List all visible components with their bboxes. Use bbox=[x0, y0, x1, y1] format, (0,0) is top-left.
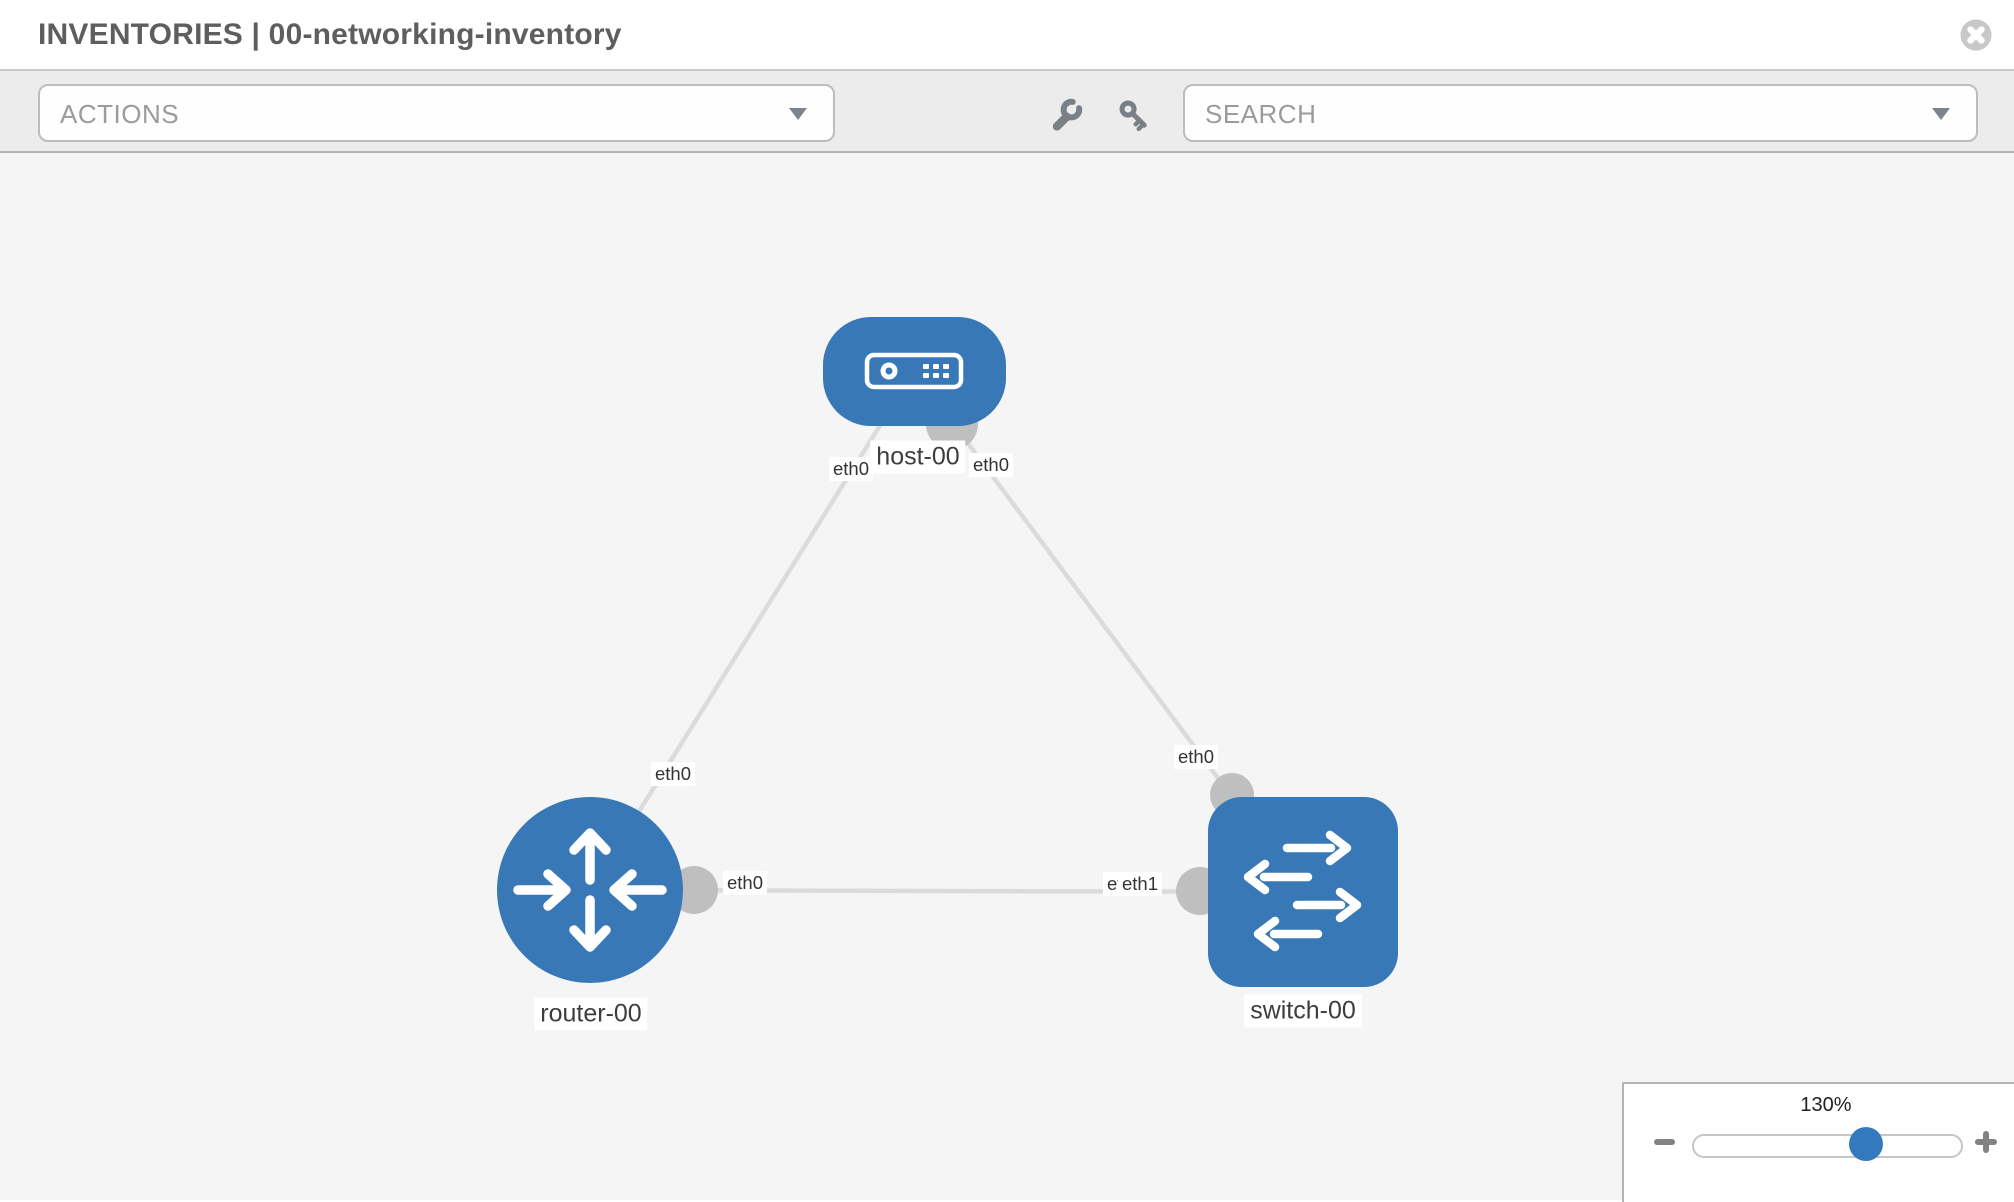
interface-label: eth1 bbox=[1118, 872, 1163, 896]
zoom-percent-value: 130% bbox=[1800, 1094, 1852, 1116]
zoom-slider[interactable] bbox=[1692, 1127, 1963, 1161]
close-icon bbox=[1960, 19, 1992, 51]
node-host-00[interactable] bbox=[823, 317, 1006, 426]
chevron-down-icon bbox=[1932, 108, 1950, 121]
node-switch-00[interactable] bbox=[1208, 797, 1398, 987]
interface-label: eth0 bbox=[1173, 745, 1219, 769]
wrench-icon bbox=[1052, 98, 1083, 131]
page-title: INVENTORIES | 00-networking-inventory bbox=[38, 18, 622, 51]
zoom-in-icon[interactable] bbox=[1975, 1131, 1997, 1153]
router-icon bbox=[513, 828, 667, 952]
header-bar: INVENTORIES | 00-networking-inventory bbox=[0, 0, 2014, 71]
actions-dropdown[interactable]: ACTIONS bbox=[38, 84, 835, 142]
actions-dropdown-label: ACTIONS bbox=[60, 99, 180, 129]
network-graph bbox=[497, 317, 1398, 987]
node-label-router: router-00 bbox=[534, 997, 648, 1031]
node-label-host: host-00 bbox=[870, 440, 966, 474]
host-icon bbox=[864, 352, 964, 390]
chevron-down-icon bbox=[789, 108, 807, 121]
switch-icon bbox=[1243, 830, 1362, 952]
interface-label: eth0 bbox=[650, 762, 696, 786]
node-label-switch: switch-00 bbox=[1244, 994, 1362, 1028]
topology-canvas[interactable]: eth0 eth0 eth0 eth0 eth0 eth0 eth1 host-… bbox=[0, 153, 2014, 1202]
interface-label: eth0 bbox=[722, 871, 768, 895]
zoom-slider-knob[interactable] bbox=[1849, 1127, 1883, 1161]
interface-label: eth0 bbox=[968, 453, 1014, 477]
toolbar: ACTIONS SEARCH bbox=[0, 71, 2014, 153]
close-button[interactable] bbox=[1958, 17, 1994, 53]
key-icon bbox=[1119, 100, 1147, 132]
search-dropdown[interactable]: SEARCH bbox=[1183, 84, 1978, 142]
credentials-button[interactable] bbox=[1116, 97, 1152, 133]
zoom-panel: 130% bbox=[1622, 1082, 2014, 1202]
node-router-00[interactable] bbox=[497, 797, 683, 983]
configure-button[interactable] bbox=[1048, 97, 1084, 133]
search-placeholder: SEARCH bbox=[1205, 99, 1317, 129]
zoom-out-icon[interactable] bbox=[1654, 1139, 1675, 1145]
interface-label: eth0 bbox=[828, 457, 874, 481]
